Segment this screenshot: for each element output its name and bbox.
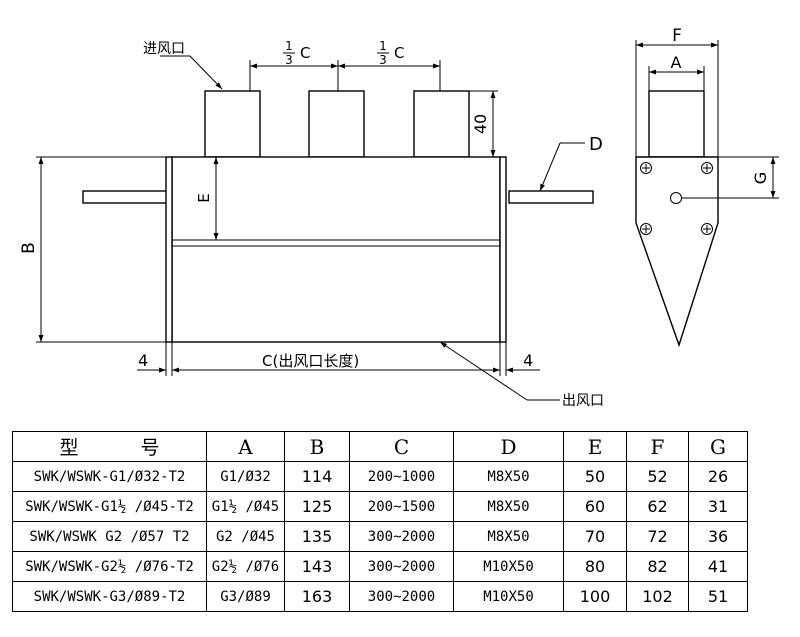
pipe-label: D bbox=[589, 134, 603, 155]
cell-d: M8X50 bbox=[453, 461, 564, 492]
front-view: 1 3 C 1 3 C 进风口 40 D E B bbox=[19, 39, 604, 409]
cell-model: SWK/WSWK-G1½ /Ø45-T2 bbox=[12, 491, 207, 522]
gap-right-value: 4 bbox=[523, 351, 533, 370]
pitch-numerator: 1 bbox=[379, 39, 387, 53]
cell-b: 125 bbox=[284, 491, 350, 522]
cell-model: SWK/WSWK-G1/Ø32-T2 bbox=[12, 461, 207, 492]
cell-f: 102 bbox=[626, 581, 689, 612]
inlet-height-value: 40 bbox=[471, 114, 490, 134]
cell-e: 80 bbox=[563, 551, 627, 582]
table-row: SWK/WSWK-G1/Ø32-T2 G1/Ø32 114 200~1000 M… bbox=[12, 461, 748, 492]
cell-d: M8X50 bbox=[453, 521, 564, 552]
cell-c: 300~2000 bbox=[349, 581, 454, 612]
cell-b: 114 bbox=[284, 461, 350, 492]
cell-c: 200~1000 bbox=[349, 461, 454, 492]
length-label: C(出风口长度) bbox=[262, 352, 359, 370]
cell-a: G2 /Ø45 bbox=[206, 521, 285, 552]
cell-b: 163 bbox=[284, 581, 350, 612]
pitch-denominator: 3 bbox=[285, 53, 293, 67]
outlet-leader-arrow bbox=[439, 341, 528, 401]
bolt-top-left-icon bbox=[640, 162, 652, 174]
cell-b: 143 bbox=[284, 551, 350, 582]
cell-f: 82 bbox=[626, 551, 689, 582]
cell-d: M10X50 bbox=[453, 551, 564, 582]
bolt-bottom-right-icon bbox=[701, 223, 713, 235]
table-row: SWK/WSWK-G3/Ø89-T2 G3/Ø89 163 300~2000 M… bbox=[12, 581, 748, 612]
cell-a: G1/Ø32 bbox=[206, 461, 285, 492]
pipe-left bbox=[82, 190, 169, 204]
side-plate bbox=[635, 156, 719, 348]
cell-e: 100 bbox=[563, 581, 627, 612]
dim-A-label: A bbox=[671, 53, 682, 72]
inlet-3 bbox=[413, 90, 470, 158]
inlet-leader-arrow bbox=[189, 55, 223, 90]
cell-e: 50 bbox=[563, 461, 627, 492]
cell-d: M8X50 bbox=[453, 491, 564, 522]
pitch-letter: C bbox=[394, 44, 404, 62]
cell-e: 60 bbox=[563, 491, 627, 522]
header-a: A bbox=[206, 431, 285, 462]
cell-model: SWK/WSWK G2 /Ø57 T2 bbox=[12, 521, 207, 552]
pitch-label-2: 1 3 C bbox=[377, 39, 404, 67]
cell-a: G2½ /Ø76 bbox=[206, 551, 285, 582]
pitch-denominator: 3 bbox=[379, 53, 387, 67]
cell-g: 51 bbox=[688, 581, 748, 612]
cell-model: SWK/WSWK-G2½ /Ø76-T2 bbox=[12, 551, 207, 582]
cell-d: M10X50 bbox=[453, 581, 564, 612]
cell-g: 36 bbox=[688, 521, 748, 552]
pipe-right bbox=[508, 190, 594, 204]
pitch-label-1: 1 3 C bbox=[283, 39, 310, 67]
cell-g: 31 bbox=[688, 491, 748, 522]
side-inlet bbox=[648, 90, 705, 158]
cell-e: 70 bbox=[563, 521, 627, 552]
header-model: 型 号 bbox=[12, 431, 207, 462]
header-f: F bbox=[626, 431, 689, 462]
bolt-bottom-left-icon bbox=[640, 223, 652, 235]
technical-drawing: 1 3 C 1 3 C 进风口 40 D E B bbox=[19, 26, 779, 409]
spec-table: 型 号 A B C D E F G SWK/WSWK-G1/Ø32-T2 G1/… bbox=[12, 431, 748, 612]
cell-g: 41 bbox=[688, 551, 748, 582]
inlet-1 bbox=[204, 90, 261, 158]
table-row: SWK/WSWK-G1½ /Ø45-T2 G1½ /Ø45 125 200~15… bbox=[12, 491, 748, 522]
table-row: SWK/WSWK G2 /Ø57 T2 G2 /Ø45 135 300~2000… bbox=[12, 521, 748, 552]
side-view: F A G bbox=[635, 26, 779, 348]
header-b: B bbox=[284, 431, 350, 462]
dim-G-label: G bbox=[751, 172, 770, 184]
cell-f: 52 bbox=[626, 461, 689, 492]
dim-B-label: B bbox=[19, 242, 39, 254]
cell-g: 26 bbox=[688, 461, 748, 492]
cell-f: 62 bbox=[626, 491, 689, 522]
dim-E-label: E bbox=[195, 193, 213, 202]
header-e: E bbox=[563, 431, 627, 462]
inlet-label: 进风口 bbox=[143, 41, 185, 57]
cell-b: 135 bbox=[284, 521, 350, 552]
pitch-letter: C bbox=[300, 44, 310, 62]
gap-left-value: 4 bbox=[138, 351, 148, 370]
header-d: D bbox=[453, 431, 564, 462]
cell-a: G3/Ø89 bbox=[206, 581, 285, 612]
bolt-top-right-icon bbox=[701, 162, 713, 174]
table-header-row: 型 号 A B C D E F G bbox=[12, 431, 748, 462]
cell-c: 300~2000 bbox=[349, 521, 454, 552]
cell-c: 300~2000 bbox=[349, 551, 454, 582]
pitch-numerator: 1 bbox=[285, 39, 293, 53]
inlet-2 bbox=[308, 90, 365, 158]
cell-model: SWK/WSWK-G3/Ø89-T2 bbox=[12, 581, 207, 612]
outlet-label: 出风口 bbox=[562, 393, 604, 409]
dim-F-label: F bbox=[672, 26, 682, 46]
header-g: G bbox=[688, 431, 748, 462]
pipe-leader-arrow bbox=[539, 142, 561, 192]
cell-f: 72 bbox=[626, 521, 689, 552]
table-row: SWK/WSWK-G2½ /Ø76-T2 G2½ /Ø76 143 300~20… bbox=[12, 551, 748, 582]
cell-c: 200~1500 bbox=[349, 491, 454, 522]
end-plate-left bbox=[165, 156, 173, 343]
main-body bbox=[171, 156, 501, 343]
end-plate-right bbox=[499, 156, 507, 343]
cell-a: G1½ /Ø45 bbox=[206, 491, 285, 522]
header-c: C bbox=[349, 431, 454, 462]
